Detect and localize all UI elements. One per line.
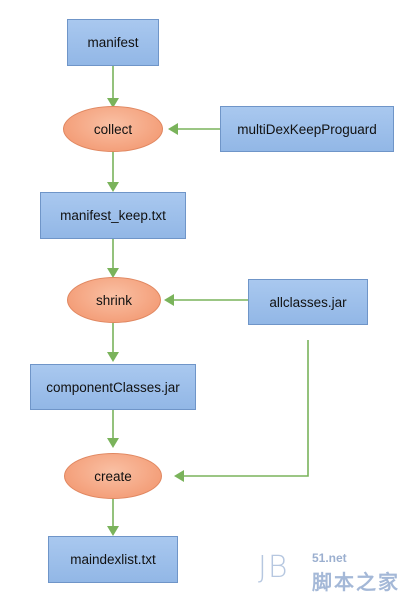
arrow-allclasses-to-shrink bbox=[164, 294, 248, 306]
collect-node-label: collect bbox=[93, 121, 133, 137]
arrow-create-to-maindexlist bbox=[107, 499, 119, 536]
arrow-componentclasses-to-create bbox=[107, 410, 119, 448]
componentclasses-node: componentClasses.jar bbox=[30, 364, 196, 410]
manifest-keep-node: manifest_keep.txt bbox=[40, 192, 186, 239]
manifest-node: manifest bbox=[67, 19, 159, 66]
arrow-multidexkeepproguard-to-collect bbox=[168, 123, 220, 135]
arrow-manifest-keep-to-shrink bbox=[107, 239, 119, 278]
multidexkeepproguard-node-label: multiDexKeepProguard bbox=[237, 121, 377, 137]
allclasses-node: allclasses.jar bbox=[248, 279, 368, 325]
manifest-node-label: manifest bbox=[87, 35, 139, 50]
allclasses-node-label: allclasses.jar bbox=[269, 294, 347, 310]
watermark-site-name: 脚本之家 bbox=[312, 572, 400, 594]
componentclasses-node-label: componentClasses.jar bbox=[46, 379, 180, 395]
arrow-allclasses-to-create bbox=[174, 340, 309, 482]
arrow-manifest-to-collect bbox=[107, 66, 119, 108]
maindexlist-node: maindexlist.txt bbox=[48, 536, 178, 583]
create-node-label: create bbox=[94, 468, 132, 484]
site-watermark: JB 51.net 脚本之家 bbox=[258, 548, 418, 596]
watermark-logo: JB bbox=[258, 550, 289, 585]
collect-node: collect bbox=[63, 106, 163, 152]
shrink-node-label: shrink bbox=[95, 292, 132, 308]
arrow-collect-to-manifest-keep bbox=[107, 152, 119, 192]
multidexkeepproguard-node: multiDexKeepProguard bbox=[220, 106, 394, 152]
maindexlist-node-label: maindexlist.txt bbox=[70, 552, 156, 567]
arrow-shrink-to-componentclasses bbox=[107, 323, 119, 362]
create-node: create bbox=[64, 453, 162, 499]
shrink-node: shrink bbox=[67, 277, 161, 323]
watermark-domain: 51.net bbox=[312, 551, 347, 565]
manifest-keep-node-label: manifest_keep.txt bbox=[60, 208, 166, 223]
